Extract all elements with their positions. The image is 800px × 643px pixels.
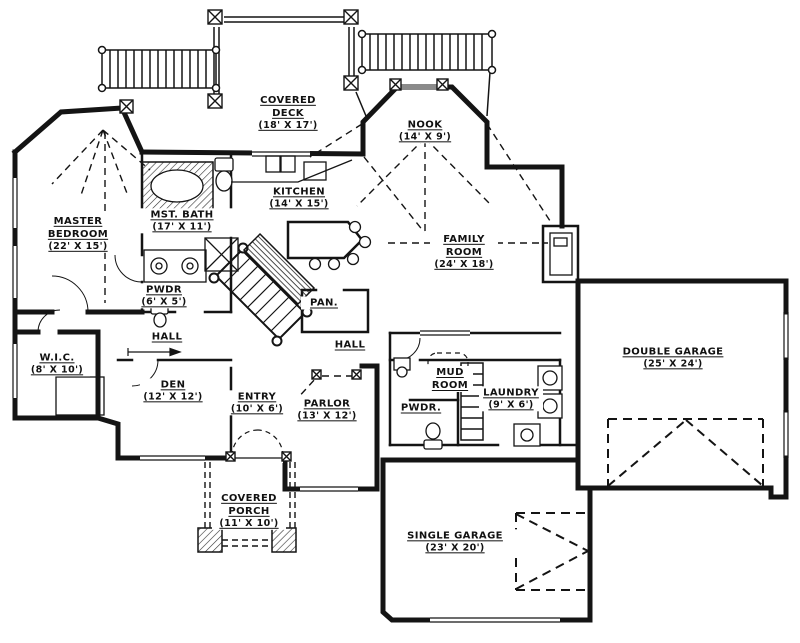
room-label-family-room: FAMILY ROOM(24' X 18') [430,232,498,272]
island-stools [308,220,372,271]
room-label-pwdr-2: PWDR. [395,401,447,415]
room-label-master-bedroom: MASTER BEDROOM(22' X 15') [37,214,119,254]
deck-stairs-right [357,29,497,75]
single-garage-outline [515,512,589,591]
wic-shelving [55,376,105,416]
room-label-single-garage: SINGLE GARAGE(23' X 20') [389,529,521,555]
exterior-walls [11,84,789,623]
room-label-laundry: LAUNDRY(9' X 6') [479,386,543,412]
room-name: COVERED DECK [260,94,316,119]
room-label-den: DEN(12' X 12') [140,378,206,404]
room-name: MUD ROOM [431,367,469,391]
room-label-wic: W.I.C.(8' X 10') [24,351,90,377]
room-label-mst-bath: MST. BATH(17' X 11') [126,208,238,234]
room-dims: (18' X 17') [258,119,318,131]
kitchen-counter [231,155,353,183]
room-label-double-garage: DOUBLE GARAGE(25' X 24') [597,345,749,371]
nook-window-bar [398,84,438,90]
room-label-hall-left: HALL [144,330,190,344]
room-dims: (25' X 24') [643,358,703,370]
room-dims: (23' X 20') [425,542,485,554]
room-dims: (11' X 10') [219,517,279,529]
fireplace [541,224,580,284]
room-name: NOOK [407,119,443,131]
room-name: PWDR. [400,402,442,414]
room-dims: (17' X 11') [152,221,212,233]
room-dims: (14' X 15') [269,198,329,210]
entry-door-arcs [231,429,284,457]
laundry-appliances [513,365,563,447]
room-dims: (22' X 15') [48,240,108,252]
room-dims: (8' X 10') [30,364,84,376]
deck-stairs-left [97,45,221,93]
bathtub [141,161,214,211]
room-label-covered-deck: COVERED DECK(18' X 17') [245,93,331,133]
room-name: PWDR [146,284,182,296]
room-name: LAUNDRY [483,387,539,399]
toilet-master [214,157,234,192]
room-name: DEN [160,379,186,391]
room-name: HALL [334,339,366,351]
porch-posts [197,527,297,553]
kitchen-island [286,220,372,271]
room-dims: (12' X 12') [143,391,203,403]
room-name: W.I.C. [39,352,75,364]
room-dims: (6' X 5') [141,296,187,308]
room-label-hall-right: HALL [327,338,373,352]
room-label-mud-room: MUD ROOM [427,366,473,392]
room-name: FAMILY ROOM [443,233,485,258]
room-label-kitchen: KITCHEN(14' X 15') [258,185,340,211]
room-dims: (14' X 9') [398,131,452,143]
hall-arrow [127,347,182,357]
room-label-entry: ENTRY(10' X 6') [226,390,288,416]
upper-stair-flight [242,232,316,306]
room-name: ENTRY [237,391,277,403]
railing-posts [119,9,449,462]
room-label-pantry: PAN. [301,296,347,310]
room-name: PARLOR [303,398,351,410]
deck-railing [213,16,491,117]
room-dims: (24' X 18') [434,258,494,270]
double-garage-outline [607,418,764,487]
room-label-nook: NOOK(14' X 9') [395,118,455,144]
room-label-pwdr-master: PWDR(6' X 5') [133,283,195,309]
room-name: SINGLE GARAGE [407,530,503,542]
room-name: HALL [151,331,183,343]
porch-outline [204,462,296,547]
room-dims: (9' X 6') [488,399,534,411]
room-name: KITCHEN [273,186,325,198]
shower [204,237,239,272]
room-dims: (13' X 12') [297,410,357,422]
room-name: COVERED PORCH [221,492,277,517]
windows [11,150,789,625]
room-name: DOUBLE GARAGE [622,346,724,358]
room-label-parlor: PARLOR(13' X 12') [288,397,366,423]
double-vanity [143,249,207,283]
room-name: PAN. [310,297,338,309]
room-label-covered-porch: COVERED PORCH(11' X 10') [212,491,286,531]
toilet-powder-master [150,304,169,328]
room-dims: (10' X 6') [230,403,284,415]
room-name: MST. BATH [150,209,214,221]
powder2-fixtures [393,357,443,450]
room-name: MASTER BEDROOM [47,215,109,240]
